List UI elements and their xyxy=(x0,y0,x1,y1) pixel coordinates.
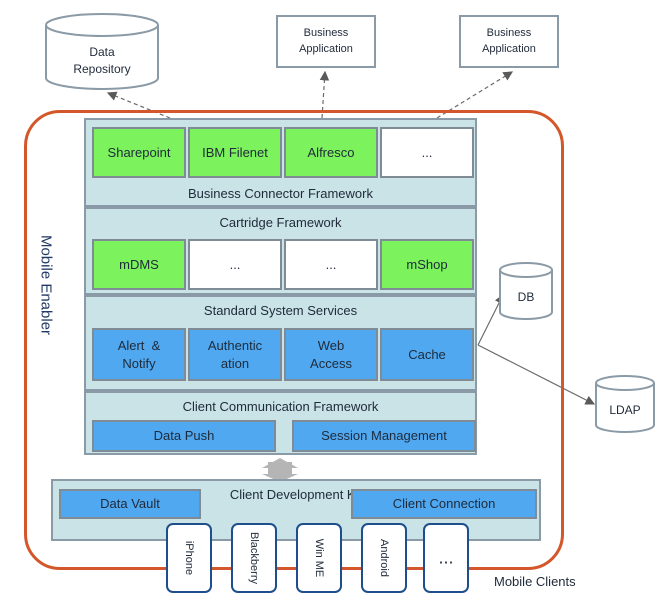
service-cache: Cache xyxy=(380,328,474,381)
device-android: Android xyxy=(361,523,407,593)
service-web-line2: Access xyxy=(310,355,352,371)
cartridge-more-2: ... xyxy=(284,239,378,290)
device-blackberry-label: Blackberry xyxy=(248,532,260,584)
business-connector-title: Business Connector Framework xyxy=(188,186,373,201)
device-android-label: Android xyxy=(378,539,390,577)
standard-services-title: Standard System Services xyxy=(203,303,358,318)
mobile-enabler-label: Mobile Enabler xyxy=(26,230,66,340)
bidirectional-arrow xyxy=(262,458,298,482)
connector-more: ... xyxy=(380,127,474,178)
mobile-enabler-boundary xyxy=(24,110,564,570)
standard-system-services: Standard System Services Alert & Notify A… xyxy=(84,295,477,391)
cartridge-framework: Cartridge Framework mDMS ... ... mShop xyxy=(84,207,477,295)
service-auth-line1: Authentic xyxy=(207,337,263,353)
service-alert-line2: Notify xyxy=(122,355,156,371)
data-repository-cylinder xyxy=(45,13,159,90)
data-repository-line1: Data xyxy=(89,45,115,59)
data-repository-line2: Repository xyxy=(73,61,131,76)
mobile-enabler-text: Mobile Enabler xyxy=(37,234,55,336)
service-web-line1: Web xyxy=(317,337,345,353)
cartridge-more-1: ... xyxy=(188,239,282,290)
cartridge-mdms: mDMS xyxy=(92,239,186,290)
ldap-cylinder xyxy=(595,375,655,433)
cartridge-title: Cartridge Framework xyxy=(219,215,342,230)
client-comm-session-management: Session Management xyxy=(292,420,476,452)
business-app-1-line2: Application xyxy=(299,42,353,55)
connector-alfresco: Alfresco xyxy=(284,127,378,178)
service-alert-line1: Alert & xyxy=(117,337,161,353)
business-app-2-line2: Application xyxy=(482,42,536,55)
cartridge-mshop: mShop xyxy=(380,239,474,290)
connector-ibm-filenet: IBM Filenet xyxy=(188,127,282,178)
db-cylinder xyxy=(499,262,553,320)
business-app-2-line1: Business xyxy=(486,26,532,39)
device-win-me-label: Win ME xyxy=(313,538,325,578)
mobile-clients-label: Mobile Clients xyxy=(494,574,576,589)
client-communication-framework: Client Communication Framework Data Push… xyxy=(84,391,477,455)
business-connector-framework: Sharepoint IBM Filenet Alfresco ... Busi… xyxy=(84,118,477,207)
client-kit-title: Client Development Kit xyxy=(229,487,363,502)
device-blackberry: Blackberry xyxy=(231,523,277,593)
device-win-me: Win ME xyxy=(296,523,342,593)
db-label: DB xyxy=(517,290,535,304)
device-iphone-label: iPhone xyxy=(183,540,195,576)
client-comm-data-push: Data Push xyxy=(92,420,276,452)
client-kit-client-connection: Client Connection xyxy=(351,489,537,519)
device-iphone: iPhone xyxy=(166,523,212,593)
service-authentication: Authentic ation xyxy=(188,328,282,381)
client-comm-title: Client Communication Framework xyxy=(182,399,379,414)
client-kit-data-vault: Data Vault xyxy=(59,489,201,519)
data-repository-label: Data Repository xyxy=(56,44,148,78)
connector-sharepoint: Sharepoint xyxy=(92,127,186,178)
arrow-to-db xyxy=(477,293,504,346)
service-auth-line2: ation xyxy=(220,355,250,371)
ldap-label: LDAP xyxy=(609,403,641,417)
device-more-label: ... xyxy=(438,547,454,568)
device-more: ... xyxy=(423,523,469,593)
business-app-1-line1: Business xyxy=(303,26,349,39)
arrow-to-ldap xyxy=(477,344,596,405)
service-alert-notify: Alert & Notify xyxy=(92,328,186,381)
